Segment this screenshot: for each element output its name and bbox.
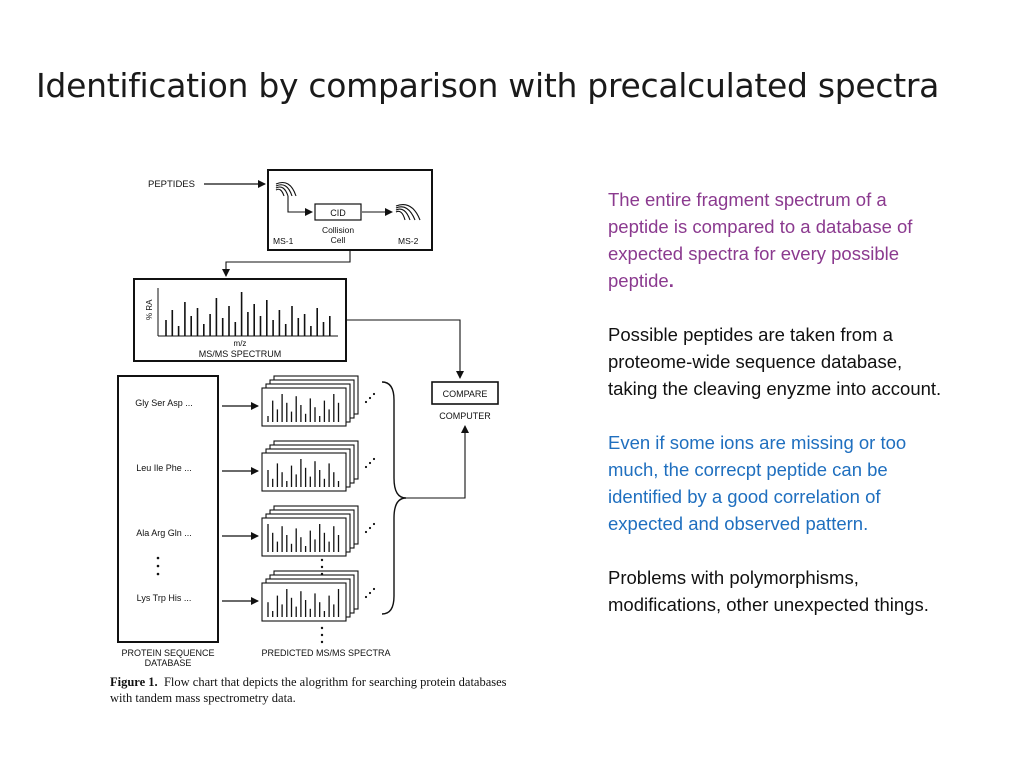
peptides-label: PEPTIDES (148, 179, 195, 190)
predicted-stack-dots (320, 392, 376, 644)
database-label-2: DATABASE (145, 658, 192, 668)
predicted-spectra-stack-2 (261, 440, 359, 492)
ra-axis-label: % RA (145, 299, 154, 320)
note-paragraph-4: Problems with polymorphisms, modificatio… (608, 567, 929, 615)
sequence-4: Lys Trp His ... (137, 593, 192, 603)
note-paragraph-2: Possible peptides are taken from a prote… (608, 324, 942, 399)
predicted-spectra-stack-3 (261, 505, 359, 557)
predicted-spectrum-card (261, 452, 347, 492)
flowchart-svg: PEPTIDES CID Collision Cell MS-1 MS-2 % … (117, 169, 499, 668)
database-ellipsis (156, 556, 160, 576)
note-1-text: The entire fragment spectrum of a peptid… (608, 189, 913, 291)
ms2-detector-icon (395, 204, 421, 221)
mz-axis-label: m/z (234, 339, 247, 348)
predicted-spectrum-card (261, 387, 347, 427)
caption-text: Flow chart that depicts the alogrithm fo… (110, 675, 507, 705)
flowchart-figure: PEPTIDES CID Collision Cell MS-1 MS-2 % … (100, 160, 520, 720)
sequence-3: Ala Arg Gln ... (136, 528, 192, 538)
predicted-spectra-label: PREDICTED MS/MS SPECTRA (261, 648, 390, 658)
note-1-period: . (668, 270, 674, 291)
protein-database-box (117, 375, 219, 643)
notes-panel: The entire fragment spectrum of a peptid… (608, 186, 948, 645)
ms2-label: MS-2 (398, 236, 419, 246)
database-label-1: PROTEIN SEQUENCE (121, 648, 214, 658)
cid-label: CID (330, 208, 346, 218)
figure-caption: Figure 1. Flow chart that depicts the al… (110, 674, 510, 706)
predicted-spectrum-card (261, 517, 347, 557)
computer-label: COMPUTER (439, 411, 491, 421)
sequence-1: Gly Ser Asp ... (135, 398, 193, 408)
sequence-2: Leu Ile Phe ... (136, 463, 192, 473)
collision-label-1: Collision (322, 225, 354, 235)
caption-label: Figure 1. (110, 675, 158, 689)
ms1-detector-icon (275, 181, 297, 197)
collision-label-2: Cell (331, 235, 346, 245)
curly-brace (381, 381, 407, 615)
msms-spectrum-label: MS/MS SPECTRUM (199, 349, 282, 359)
cid-box (314, 203, 362, 221)
slide-title: Identification by comparison with precal… (36, 66, 940, 105)
note-paragraph-3: Even if some ions are missing or too muc… (608, 432, 907, 534)
predicted-spectrum-card (261, 582, 347, 622)
predicted-spectra-stack-4 (261, 570, 359, 622)
compare-label: COMPARE (443, 389, 488, 399)
observed-spectrum-peaks (165, 292, 331, 336)
ms1-label: MS-1 (273, 236, 294, 246)
note-paragraph-1: The entire fragment spectrum of a peptid… (608, 186, 948, 294)
predicted-spectra-stack-1 (261, 375, 359, 427)
compare-box (431, 381, 499, 405)
